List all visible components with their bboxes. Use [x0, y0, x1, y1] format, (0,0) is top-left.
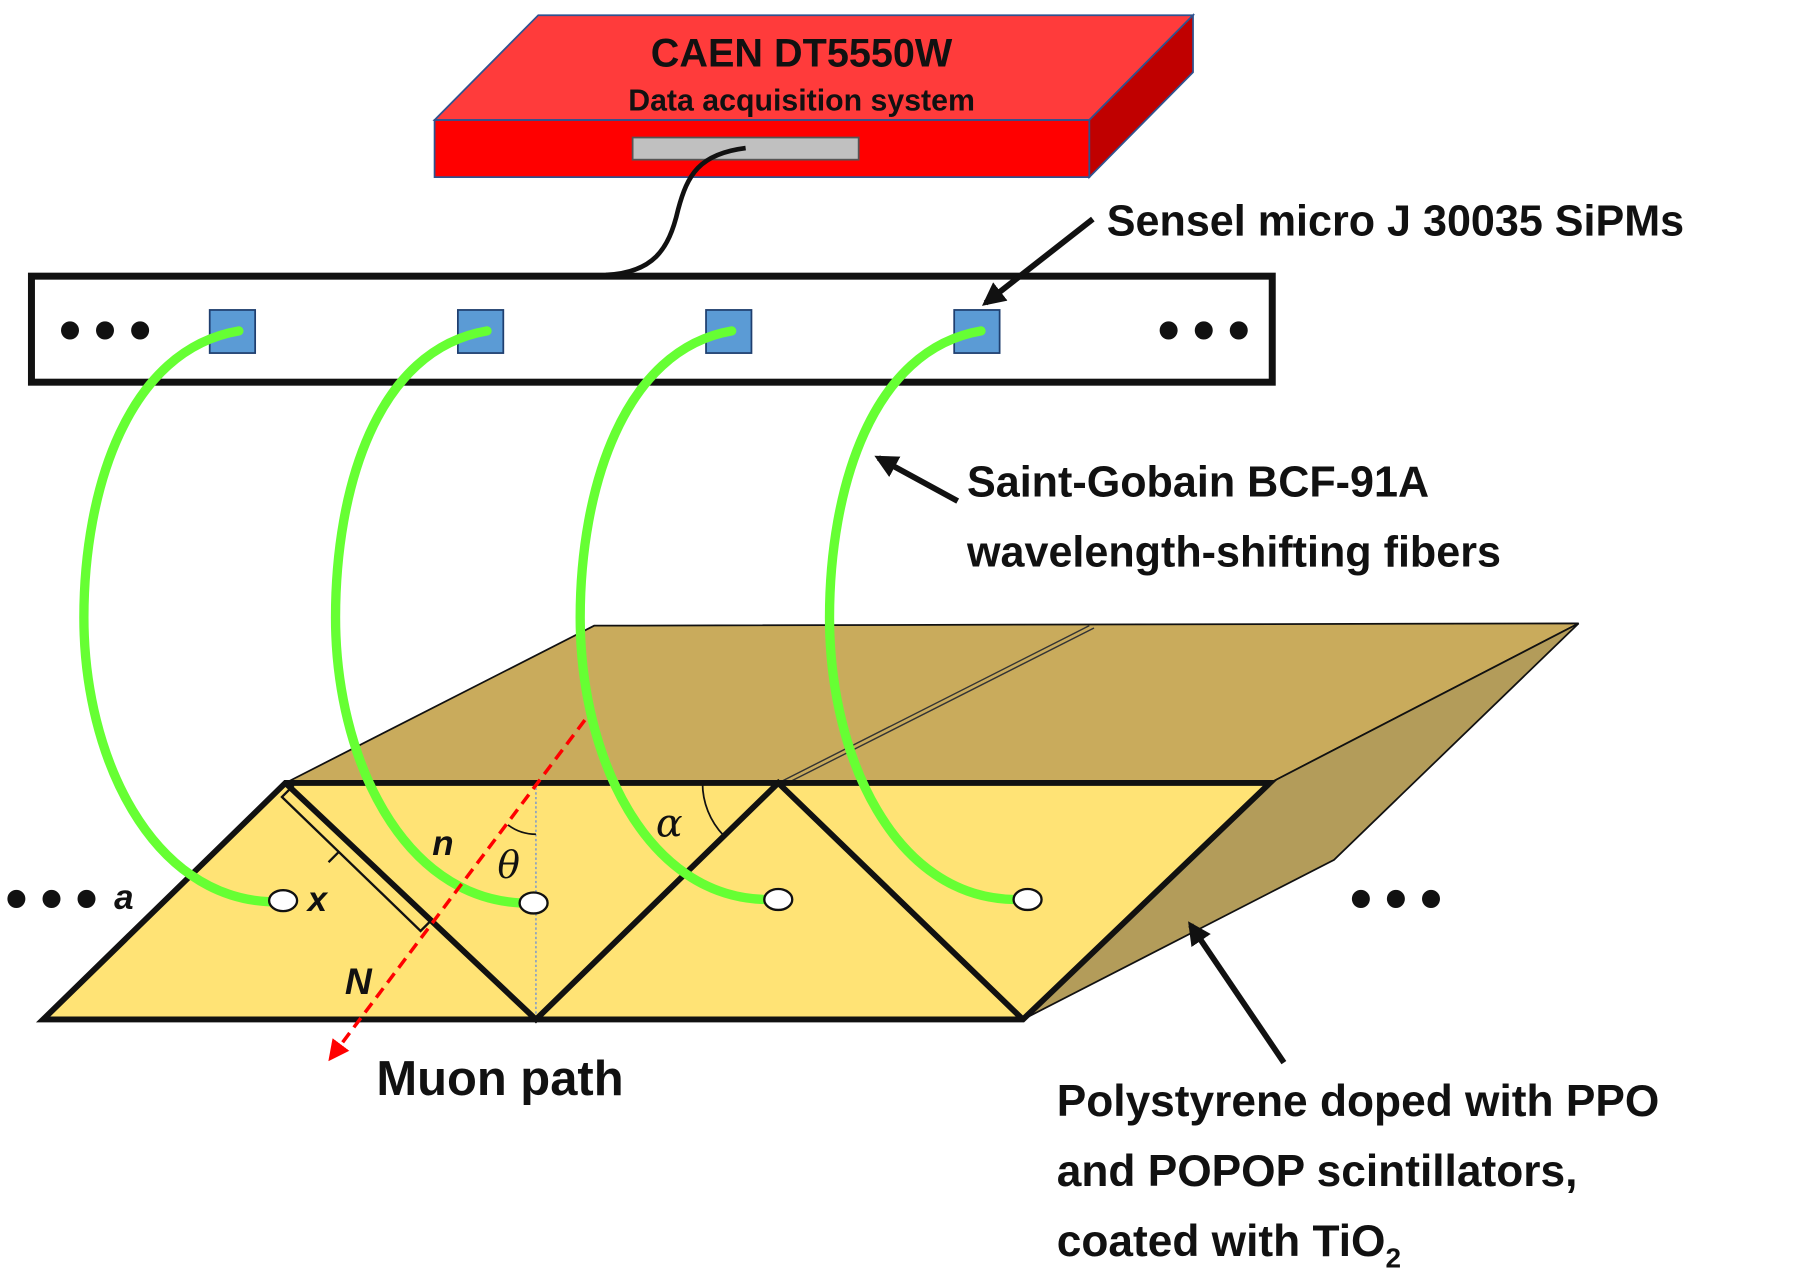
fiber-1	[79, 326, 275, 907]
fiber-hole-3	[763, 887, 794, 912]
triangle-outlines	[35, 778, 1278, 1024]
daq-subtitle: Data acquisition system	[628, 85, 975, 118]
wls-fibers	[79, 326, 1019, 908]
top-face-seam-2	[782, 627, 1095, 786]
theta-angle-arc	[507, 824, 536, 836]
symbol-N: N	[345, 960, 373, 1002]
daq-cable	[605, 145, 746, 278]
symbol-theta: θ	[497, 842, 519, 886]
muon-path-label: Muon path	[376, 1052, 623, 1106]
daq-side-face	[1088, 13, 1194, 180]
daq-box: CAEN DT5550W Data acquisition system	[432, 13, 1196, 180]
sipm-bar: ••• •••	[27, 272, 1276, 386]
scintillator-array: ••• •••	[0, 622, 1580, 1024]
sipm-label: Sensel micro J 30035 SiPMs	[1107, 197, 1684, 245]
symbol-x: x	[306, 880, 329, 919]
fiber-3	[575, 326, 771, 905]
scintillator-label-line1: Polystyrene doped with PPO	[1057, 1077, 1660, 1126]
scintillator-label-line3: coated with TiO2	[1057, 1217, 1401, 1274]
sipm-bar-ellipsis-right: •••	[1152, 303, 1257, 363]
scintillator-label-line2: and POPOP scintillators,	[1057, 1147, 1578, 1196]
fiber-2	[330, 326, 526, 908]
daq-title: CAEN DT5550W	[651, 31, 953, 75]
fiber-label-line1: Saint-Gobain BCF-91A	[967, 458, 1429, 506]
fiber-arrow	[874, 455, 960, 504]
scintillator-ellipsis-right: •••	[1344, 871, 1449, 931]
scintillator-ellipsis-left: •••	[0, 871, 105, 931]
symbol-alpha: α	[656, 801, 683, 847]
fiber-hole-1	[267, 888, 299, 913]
scintillator-label-line3-main: coated with TiO	[1057, 1217, 1386, 1266]
alpha-angle-arc	[701, 782, 725, 836]
x-dimension-bracket	[280, 784, 434, 933]
muon-path-line	[328, 719, 587, 1062]
fiber-holes	[267, 887, 1043, 915]
sipm-arrow	[981, 216, 1095, 306]
scintillator-label-line3-subscript: 2	[1385, 1243, 1401, 1274]
top-face-seam	[777, 625, 1090, 784]
scintillator-arrow	[1188, 921, 1287, 1065]
fiber-4	[824, 326, 1019, 905]
fiber-label-line2: wavelength-shifting fibers	[966, 528, 1501, 576]
fiber-hole-2	[518, 891, 549, 915]
fiber-hole-4	[1012, 887, 1043, 912]
symbol-a: a	[114, 878, 133, 917]
sipm-bar-ellipsis-left: •••	[54, 303, 159, 363]
symbol-n: n	[432, 824, 453, 863]
